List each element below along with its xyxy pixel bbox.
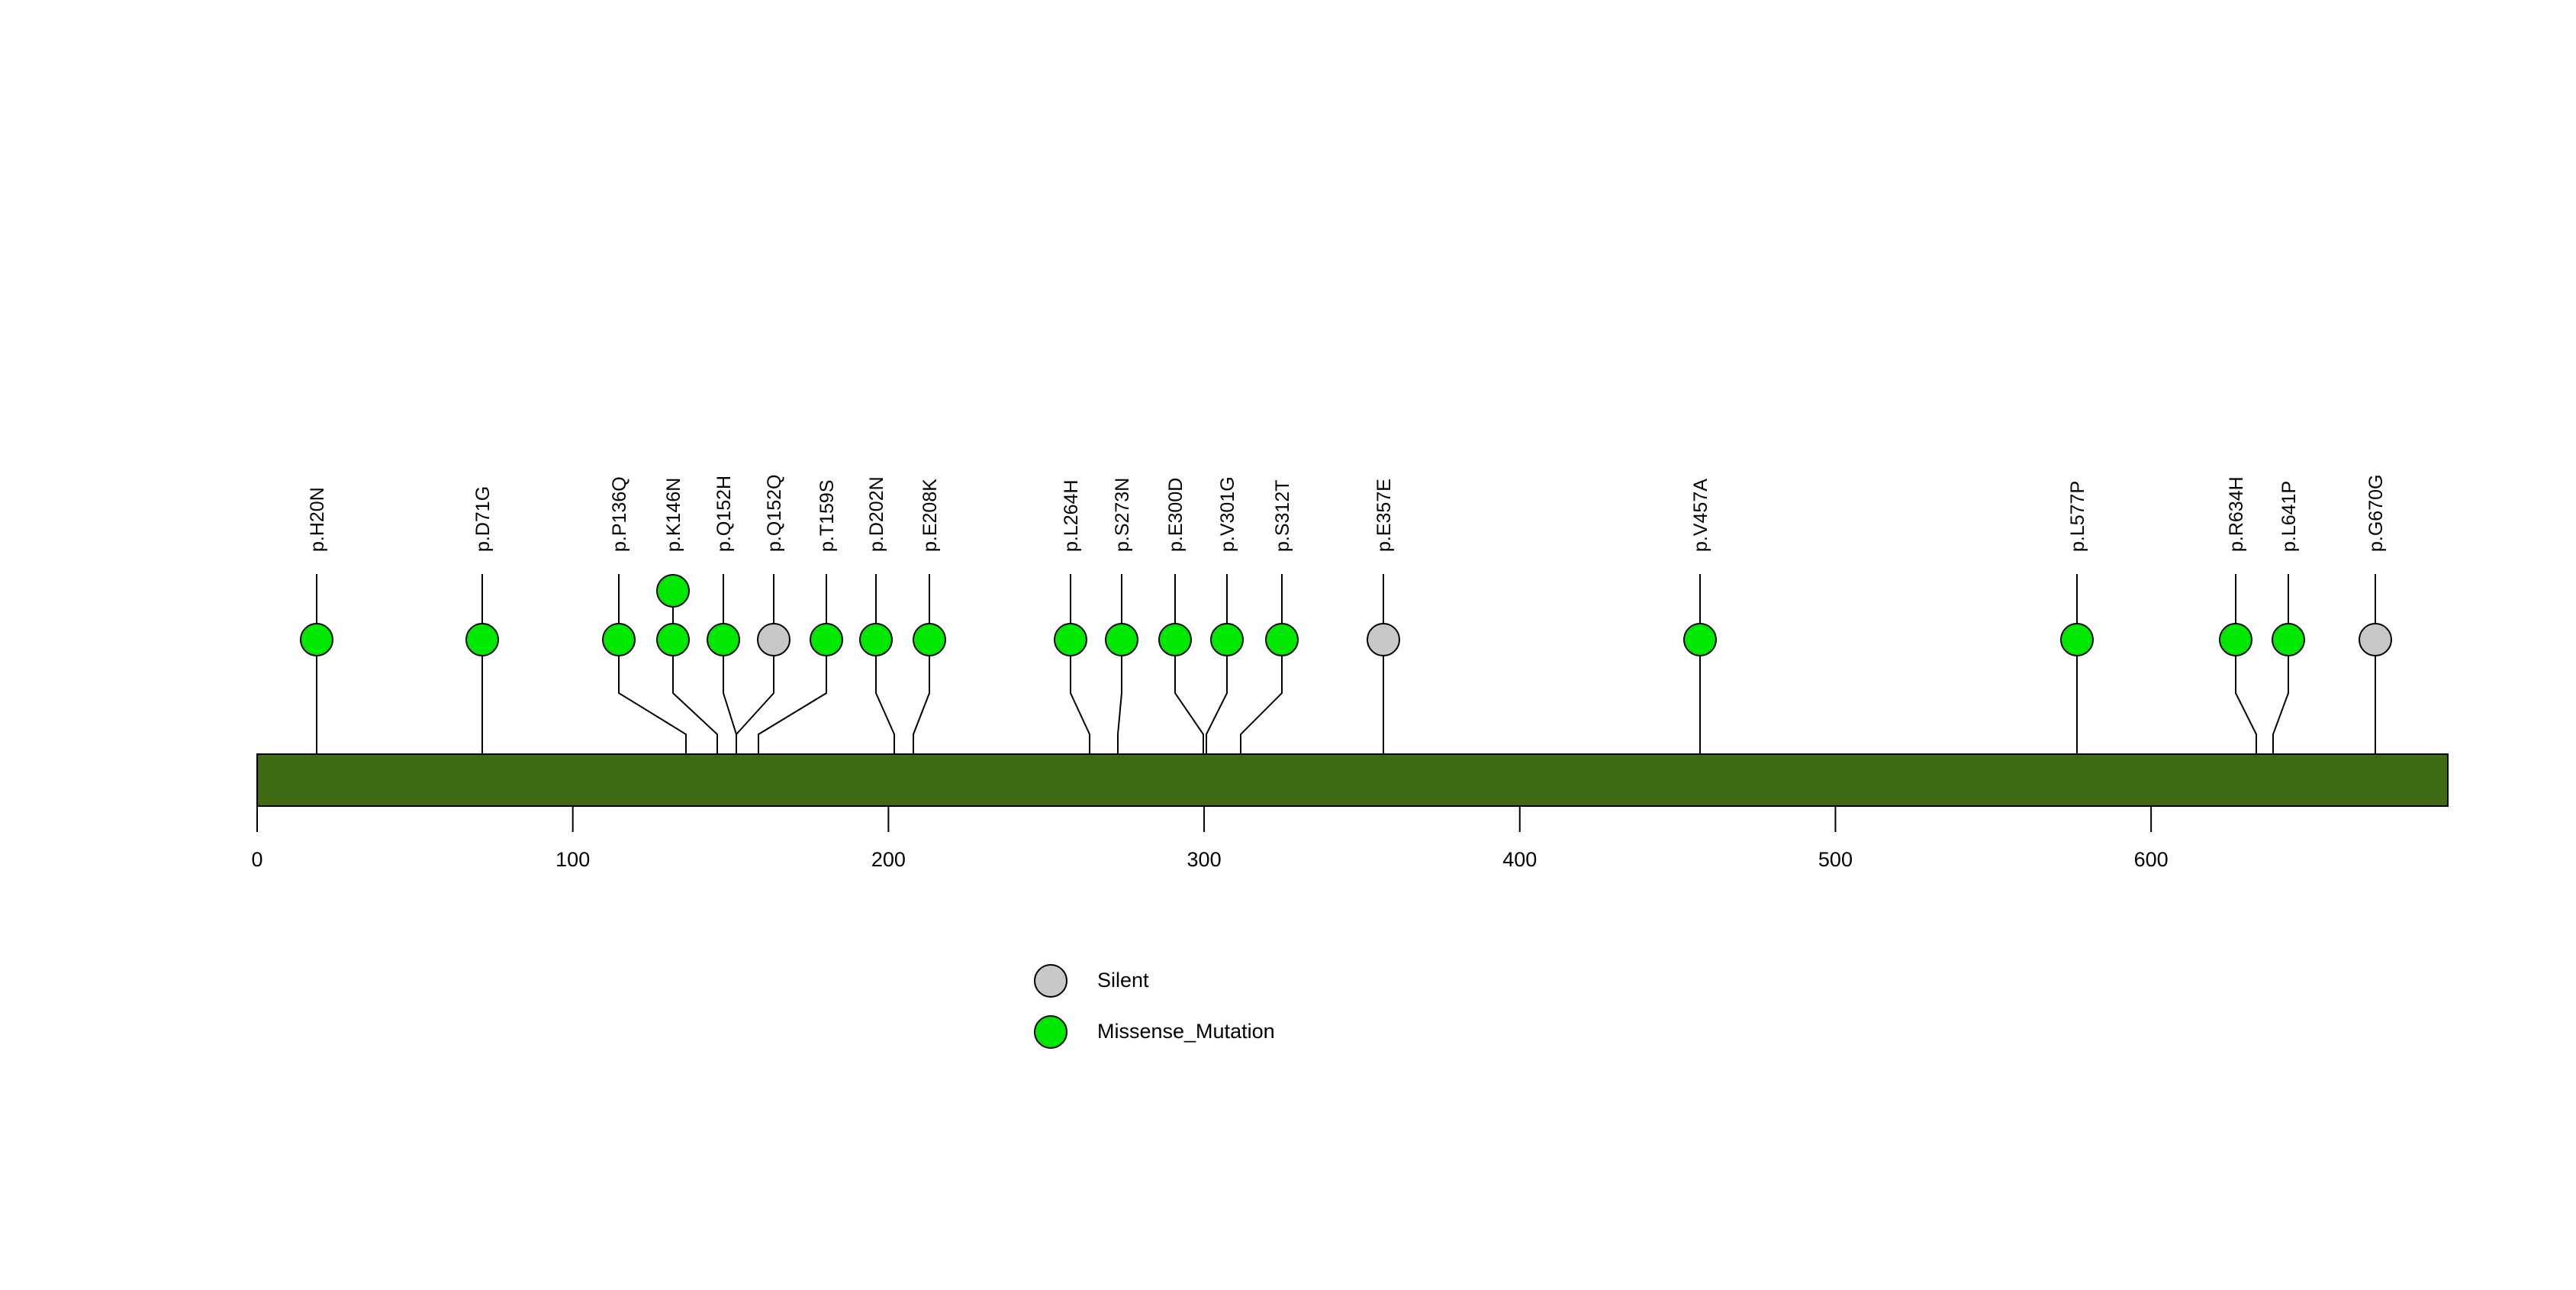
lollipop-head[interactable] <box>810 623 843 656</box>
lollipop-head[interactable] <box>859 623 893 656</box>
lollipop-stem <box>736 574 774 754</box>
x-axis-group: 0 100 200 300 400 500 600 <box>251 806 2169 871</box>
lollipop-stem <box>723 574 737 754</box>
lollipop-head[interactable] <box>1158 623 1192 656</box>
mutation-label: p.Q152Q <box>764 475 785 552</box>
legend-label: Missense_Mutation <box>1097 1020 1275 1043</box>
mutation-label: p.T159S <box>816 479 838 552</box>
x-axis-tick-label: 0 <box>251 848 262 871</box>
lollipop-stem <box>1206 574 1228 754</box>
mutation-label: p.S273N <box>1112 478 1133 552</box>
lollipop-stem <box>1117 574 1122 754</box>
mutation-label: p.L577P <box>2067 481 2088 552</box>
mutation-label: p.G670G <box>2365 475 2387 552</box>
lollipop-stem <box>758 574 827 754</box>
lollipop-head[interactable] <box>1683 623 1717 656</box>
lollipop-head-stacked[interactable] <box>656 574 690 608</box>
lollipop-head[interactable] <box>465 623 499 656</box>
lollipop-head[interactable] <box>707 623 740 656</box>
mutation-label: p.L264H <box>1061 479 1082 552</box>
lollipop-head[interactable] <box>1054 623 1087 656</box>
lollipop-head[interactable] <box>757 623 791 656</box>
x-axis-tick-label: 500 <box>1818 848 1853 871</box>
x-axis-tick-label: 600 <box>2134 848 2169 871</box>
mutation-label: p.R634H <box>2226 476 2247 552</box>
mutation-label: p.Q152H <box>713 476 735 552</box>
lollipop-stem <box>2272 574 2289 754</box>
protein-track-group <box>256 753 2449 807</box>
lollipop-head[interactable] <box>656 623 690 656</box>
lollipop-stems-group <box>316 574 2376 754</box>
lollipop-head[interactable] <box>2060 623 2094 656</box>
lollipop-head[interactable] <box>2359 623 2392 656</box>
lollipop-stem <box>2235 574 2257 754</box>
mutation-label: p.D202N <box>866 476 887 552</box>
x-axis-tick-label: 300 <box>1187 848 1222 871</box>
mutation-label: p.L641P <box>2278 481 2300 552</box>
mutation-label: p.D71G <box>472 486 494 552</box>
protein-track-bar <box>256 753 2449 807</box>
lollipop-head[interactable] <box>1265 623 1299 656</box>
mutation-label: p.K146N <box>663 478 684 552</box>
legend-swatch <box>1034 1015 1067 1049</box>
lollipop-stem <box>1240 574 1283 754</box>
lollipop-stem <box>875 574 895 754</box>
x-axis-tick-label: 100 <box>555 848 590 871</box>
lollipop-heads-group <box>300 574 2392 656</box>
mutation-labels-group: p.H20N p.D71G p.P136Q p.K146N p.Q152H p.Q152Q… <box>307 475 2387 552</box>
lollipop-head[interactable] <box>602 623 636 656</box>
lollipop-head[interactable] <box>300 623 333 656</box>
x-axis-tick-label: 200 <box>871 848 906 871</box>
mutation-label: p.H20N <box>307 487 328 552</box>
mutation-label: p.V457A <box>1690 479 1711 552</box>
lollipop-head[interactable] <box>1105 623 1138 656</box>
mutation-label: p.E300D <box>1165 478 1187 552</box>
x-axis-tick-label: 400 <box>1502 848 1537 871</box>
mutation-label: p.E357E <box>1373 479 1395 552</box>
lollipop-head[interactable] <box>2272 623 2305 656</box>
lollipop-stem <box>1174 574 1204 754</box>
lollipop-head[interactable] <box>1367 623 1400 656</box>
legend-label: Silent <box>1097 969 1149 992</box>
mutation-label: p.V301G <box>1217 476 1238 552</box>
lollipop-head[interactable] <box>1210 623 1244 656</box>
lollipop-head[interactable] <box>2219 623 2252 656</box>
mutation-label: p.S312T <box>1272 479 1293 552</box>
lollipop-head[interactable] <box>913 623 946 656</box>
lollipop-stem <box>1070 574 1090 754</box>
legend-swatch <box>1034 964 1067 998</box>
lollipop-stem <box>913 574 930 754</box>
mutation-label: p.E208K <box>919 479 941 552</box>
mutation-label: p.P136Q <box>609 476 630 552</box>
